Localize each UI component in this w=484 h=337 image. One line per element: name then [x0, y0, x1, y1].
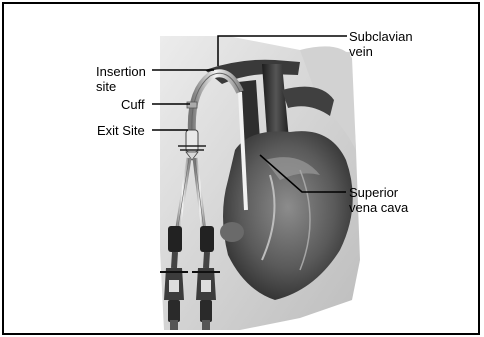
lower-lumen-right [206, 252, 207, 268]
clamp-left [168, 226, 182, 252]
clamp-right [200, 226, 214, 252]
label-exit-site: Exit Site [97, 123, 145, 138]
luer-label-left [169, 280, 179, 292]
cuff-band [187, 102, 197, 108]
cap-right [200, 300, 212, 322]
label-subclavian-vein: Subclavian vein [349, 29, 413, 59]
cap-left [168, 300, 180, 322]
luer-label-right [201, 280, 211, 292]
label-insertion-site: Insertion site [96, 64, 146, 94]
label-superior-vena-cava: Superior vena cava [349, 185, 408, 215]
lower-lumen-left [174, 252, 175, 268]
label-cuff: Cuff [121, 97, 145, 112]
exit-hub [186, 130, 198, 152]
atrium-shape [220, 222, 244, 242]
